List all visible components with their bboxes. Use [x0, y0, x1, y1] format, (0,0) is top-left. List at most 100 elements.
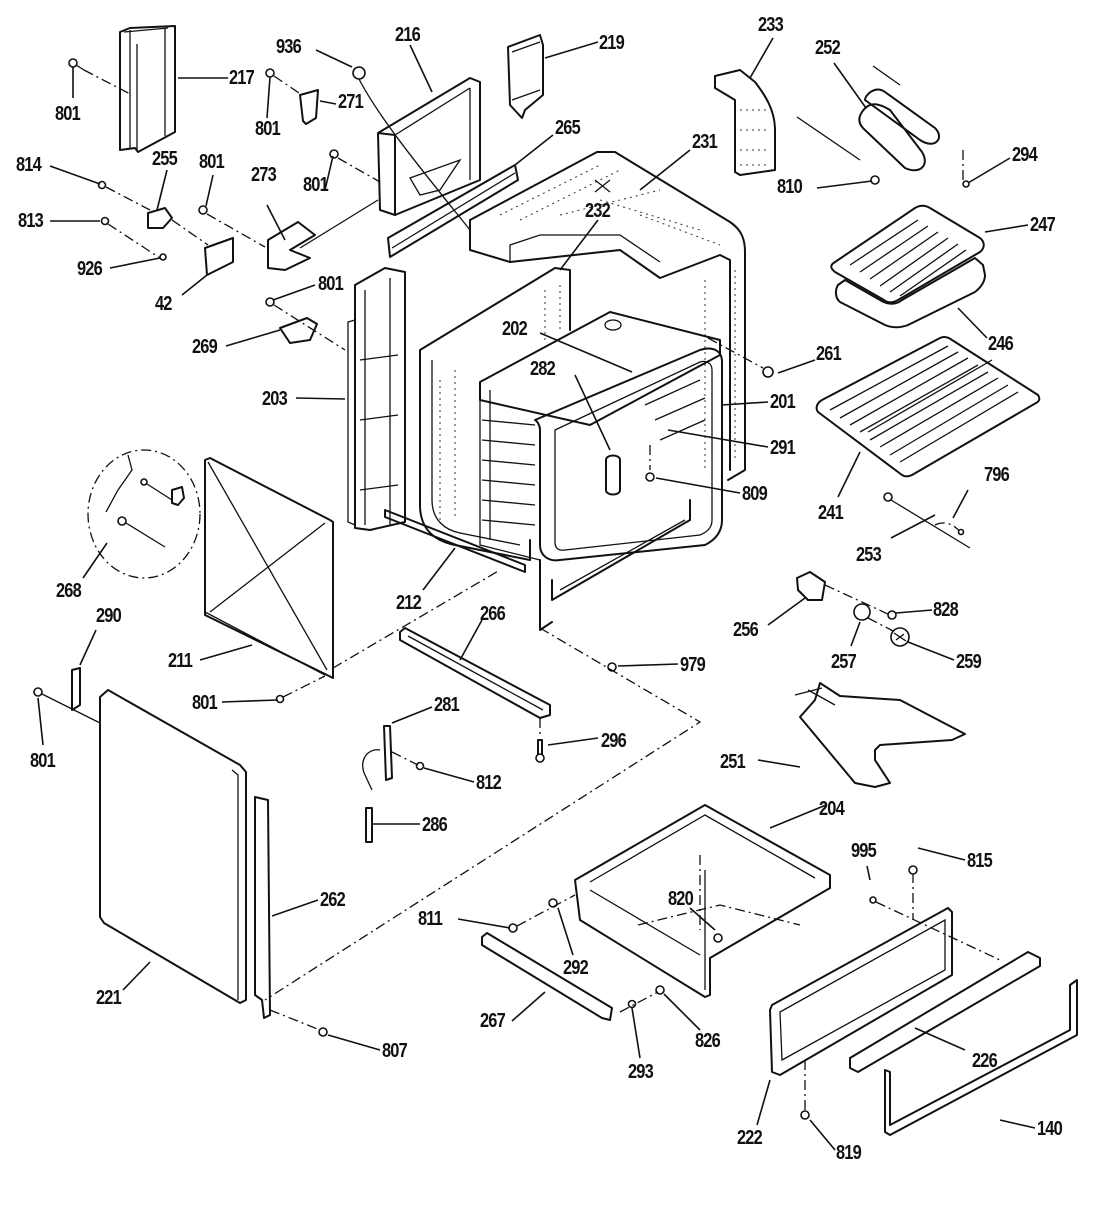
callout-813: 813: [18, 210, 44, 232]
part-204-drawer: [574, 804, 831, 998]
callout-979: 979: [680, 654, 706, 676]
callout-294: 294: [1012, 144, 1038, 166]
leader-lines: [37, 37, 1036, 1151]
callout-936: 936: [276, 36, 302, 58]
screw-261: [707, 337, 774, 378]
callout-232: 232: [585, 200, 611, 222]
callout-201: 201: [770, 391, 796, 413]
callout-820: 820: [668, 888, 694, 910]
part-256-lamp-socket: [796, 571, 891, 616]
callout-259: 259: [956, 651, 982, 673]
callout-801: 801: [318, 273, 344, 295]
part-262-trim: [254, 796, 328, 1037]
callout-211: 211: [168, 650, 193, 672]
screw-801-a: [68, 58, 133, 96]
part-936-grommet: [352, 66, 471, 231]
callout-233: 233: [758, 14, 784, 36]
callout-828: 828: [933, 599, 959, 621]
callout-801: 801: [255, 118, 281, 140]
callout-217: 217: [229, 67, 255, 89]
callout-252: 252: [815, 37, 841, 59]
callout-202: 202: [502, 318, 528, 340]
callout-256: 256: [733, 619, 759, 641]
part-231-oven-wrapper: [469, 151, 746, 481]
callout-801: 801: [199, 151, 225, 173]
callout-801: 801: [192, 692, 218, 714]
callout-807: 807: [382, 1040, 408, 1062]
callout-814: 814: [16, 154, 42, 176]
callout-292: 292: [563, 957, 589, 979]
callout-140: 140: [1037, 1118, 1063, 1140]
callout-796: 796: [984, 464, 1010, 486]
part-226-kick-panel: [849, 951, 1041, 1073]
part-253-probe: [883, 492, 971, 549]
callout-212: 212: [396, 592, 422, 614]
callout-281: 281: [434, 694, 460, 716]
drawer-hardware: [508, 894, 665, 1013]
part-219-bracket: [507, 34, 544, 119]
callout-293: 293: [628, 1061, 654, 1083]
part-267-slide: [481, 932, 613, 1021]
callout-810: 810: [777, 176, 803, 198]
callout-812: 812: [476, 772, 502, 794]
callout-257: 257: [831, 651, 857, 673]
callout-226: 226: [972, 1050, 998, 1072]
callout-995: 995: [851, 840, 877, 862]
part-979-clip: [264, 627, 702, 1001]
part-251-bake-element: [794, 682, 966, 788]
part-203-side-panel: [347, 267, 406, 531]
callout-801: 801: [55, 103, 81, 125]
callout-296: 296: [601, 730, 627, 752]
callout-255: 255: [152, 148, 178, 170]
callout-246: 246: [988, 333, 1014, 355]
callout-262: 262: [320, 889, 346, 911]
callout-221: 221: [96, 987, 122, 1009]
callout-204: 204: [819, 798, 845, 820]
part-211-back-panel: [204, 457, 501, 704]
callout-268: 268: [56, 580, 82, 602]
part-257-lamp-bulb: [853, 603, 896, 633]
callout-286: 286: [422, 814, 448, 836]
part-265-trim-strip: [387, 164, 519, 258]
callout-265: 265: [555, 117, 581, 139]
part-259-lamp-lens: [890, 627, 910, 647]
part-247-broiler-grid: [830, 204, 985, 304]
callout-266: 266: [480, 603, 506, 625]
callout-826: 826: [695, 1030, 721, 1052]
callout-251: 251: [720, 751, 746, 773]
callout-269: 269: [192, 336, 218, 358]
part-252-broil-element: [796, 65, 970, 188]
part-268-inset-detail: [87, 449, 201, 579]
callout-801: 801: [30, 750, 56, 772]
part-271-plate: [265, 68, 319, 125]
callout-267: 267: [480, 1010, 506, 1032]
small-hardware-left: [97, 149, 381, 276]
part-221-side-panel: [99, 689, 247, 1004]
callout-801: 801: [303, 174, 329, 196]
callout-809: 809: [742, 483, 768, 505]
callout-926: 926: [77, 258, 103, 280]
callout-247: 247: [1030, 214, 1056, 236]
part-269-bracket: [265, 297, 346, 351]
part-212-bottom-trim: [384, 509, 526, 573]
part-266-rail: [399, 627, 551, 763]
part-140-trim: [884, 979, 1078, 1136]
part-222-drawer-front: [769, 865, 1001, 1120]
callout-241: 241: [818, 502, 844, 524]
part-241-oven-rack: [815, 335, 1041, 478]
callout-291: 291: [770, 437, 796, 459]
screw-828: [887, 610, 897, 620]
callout-219: 219: [599, 32, 625, 54]
callout-282: 282: [530, 358, 556, 380]
callout-203: 203: [262, 388, 288, 410]
callout-819: 819: [836, 1142, 862, 1164]
callout-815: 815: [967, 850, 993, 872]
part-246-broiler-pan: [834, 257, 986, 329]
part-281-bracket: [362, 725, 425, 791]
callout-231: 231: [692, 131, 718, 153]
part-216-heat-shield: [377, 77, 481, 216]
callout-290: 290: [96, 605, 122, 627]
callout-222: 222: [737, 1127, 763, 1149]
